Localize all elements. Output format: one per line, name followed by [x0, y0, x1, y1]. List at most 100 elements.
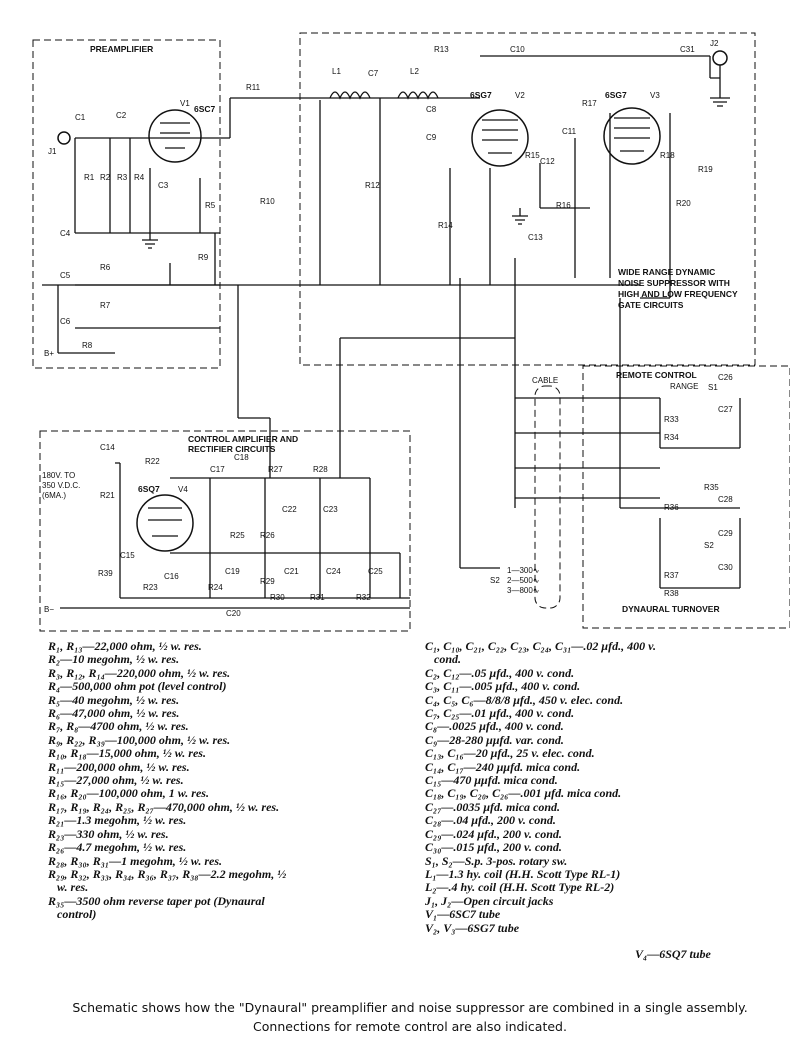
label-r34: R34	[664, 433, 679, 442]
label-c19: C19	[225, 567, 240, 576]
parts-list-item: R₆—47,000 ohm, ½ w. res.	[48, 706, 180, 721]
figure-caption: Schematic shows how the "Dynaural" pream…	[72, 1000, 748, 1034]
label-r3: R3	[117, 173, 128, 182]
coil-l2	[397, 91, 439, 100]
parts-list-item: C₁₄, C₁₇—240 μμfd. mica cond.	[425, 759, 581, 774]
parts-list-item: R₁₆, R₂₀—100,000 ohm, 1 w. res.	[48, 786, 209, 801]
label-r15: R15	[525, 151, 540, 160]
parts-list-item: R₂—10 megohm, ½ w. res.	[48, 652, 180, 667]
label-c9: C9	[426, 133, 437, 142]
parts-list-item: C₁₈, C₁₉, C₂₀, C₂₆—.001 μfd. mica cond.	[425, 786, 622, 801]
parts-list-item: V₁—6SC7 tube	[425, 907, 501, 922]
parts-list-item: C₃₀—.015 μfd., 200 v. cond.	[425, 840, 562, 855]
preamplifier-block	[32, 39, 221, 369]
label-r32: R32	[356, 593, 371, 602]
label-c25: C25	[368, 567, 383, 576]
parts-list-item: R₂₁—1.3 megohm, ½ w. res.	[48, 813, 187, 828]
label-r38: R38	[664, 589, 679, 598]
parts-list-item: C₇, C₂₅—.01 μfd., 400 v. cond.	[425, 706, 575, 721]
label-j1: J1	[48, 147, 57, 156]
cable-label: CABLE	[532, 376, 558, 385]
label-s2: S2	[704, 541, 714, 550]
tube-v1-label: V1	[180, 99, 190, 108]
tube-v4-type: 6SQ7	[138, 484, 160, 494]
label-c20: C20	[226, 609, 241, 618]
cable-outline	[534, 385, 561, 609]
label-r2: R2	[100, 173, 111, 182]
suppressor-title-3: HIGH AND LOW FREQUENCY	[618, 289, 738, 299]
parts-list-item: R₉, R₂₂, R₃₉—100,000 ohm, ½ w. res.	[48, 732, 231, 747]
parts-list-item: J₁, J₂—Open circuit jacks	[425, 893, 554, 908]
control-title-2: RECTIFIER CIRCUITS	[188, 444, 276, 454]
label-r29: R29	[260, 577, 275, 586]
label-c6: C6	[60, 317, 71, 326]
label-c29: C29	[718, 529, 733, 538]
noise-suppressor-block	[299, 32, 756, 366]
wiring	[42, 55, 741, 609]
label-r30: R30	[270, 593, 285, 602]
label-c26: C26	[718, 373, 733, 382]
coil-l1	[329, 91, 371, 100]
label-c27: C27	[718, 405, 733, 414]
parts-list-item: C₈—.0025 μfd., 400 v. cond.	[425, 719, 564, 734]
parts-list-item: C₂₈—.04 μfd., 200 v. cond.	[425, 813, 556, 828]
label-r14: R14	[438, 221, 453, 230]
tube-v3-type: 6SG7	[605, 90, 627, 100]
parts-list-v4: V₄—6SQ7 tube	[635, 947, 711, 961]
label-r16: R16	[556, 201, 571, 210]
label-c10: C10	[510, 45, 525, 54]
tube-v3-label: V3	[650, 91, 660, 100]
label-r18: R18	[660, 151, 675, 160]
tube-v2	[471, 109, 529, 167]
parts-list-item: C₄, C₅, C₆—8/8/8 μfd., 450 v. elec. cond…	[425, 692, 624, 707]
parts-list-item: R₃, R₁₂, R₁₄—220,000 ohm, ½ w. res.	[48, 665, 231, 680]
dynaural-turnover-title: DYNAURAL TURNOVER	[622, 604, 720, 614]
tube-v2-type: 6SG7	[470, 90, 492, 100]
parts-list-item: C₉—28-280 μμfd. var. cond.	[425, 732, 564, 747]
label-r28: R28	[313, 465, 328, 474]
jack-j2	[710, 50, 730, 107]
parts-list-item: V₂, V₃—6SG7 tube	[425, 920, 520, 935]
label-s1: S1	[708, 383, 718, 392]
parts-list-item: R₂₈, R₃₀, R₃₁—1 megohm, ½ w. res.	[48, 853, 223, 868]
label-c3: C3	[158, 181, 169, 190]
parts-list-item: R₁₇, R₁₉, R₂₄, R₂₅, R₂₇—470,000 ohm, ½ w…	[48, 799, 280, 814]
label-r17: R17	[582, 99, 597, 108]
jack-j1	[57, 131, 71, 145]
label-c17: C17	[210, 465, 225, 474]
label-r1: R1	[84, 173, 95, 182]
parts-list-right-column: C₁, C₁₀, C₂₁, C₂₂, C₂₃, C₂₄, C₃₁—.02 μfd…	[425, 639, 780, 935]
parts-list-item: R₂₃—330 ohm, ½ w. res.	[48, 826, 169, 841]
label-j2: J2	[710, 39, 719, 48]
label-c12: C12	[540, 157, 555, 166]
s2-position-3: 3—800∿	[507, 586, 540, 595]
parts-list-item: S₁, S₂—S.p. 3-pos. rotary sw.	[425, 853, 568, 868]
parts-list-item: C₁₃, C₁₆—20 μfd., 25 v. elec. cond.	[425, 746, 595, 761]
label-r11: R11	[246, 83, 261, 92]
label-c30: C30	[718, 563, 733, 572]
label-c23: C23	[323, 505, 338, 514]
parts-list-item: L₁—1.3 hy. coil (H.H. Scott Type RL-1)	[425, 866, 621, 881]
label-c1: C1	[75, 113, 86, 122]
label-l2: L2	[410, 67, 419, 76]
parts-list-item: C₂₉—.024 μfd., 200 v. cond.	[425, 826, 562, 841]
label-b-plus: B+	[44, 349, 54, 358]
label-c14: C14	[100, 443, 115, 452]
parts-list-item: R₂₉, R₃₂, R₃₃, R₃₄, R₃₆, R₃₇, R₃₈—2.2 me…	[48, 866, 287, 895]
label-c22: C22	[282, 505, 297, 514]
tube-v1-type: 6SC7	[194, 104, 216, 114]
label-r20: R20	[676, 199, 691, 208]
component-labels: R1 R2 R3 R4 R5 R6 R7 R8 R9 R10 R11 R12 R…	[44, 39, 733, 618]
label-c11: C11	[562, 127, 577, 136]
label-c7: C7	[368, 69, 379, 78]
label-c16: C16	[164, 572, 179, 581]
supply-label-3: (6MA.)	[42, 491, 66, 500]
parts-list-item: C₁₅—470 μμfd. mica cond.	[425, 773, 558, 788]
parts-list-item: R₇, R₈—4700 ohm, ½ w. res.	[48, 719, 189, 734]
tube-v2-label: V2	[515, 91, 525, 100]
label-s2-positions: S2	[490, 576, 500, 585]
suppressor-title-4: GATE CIRCUITS	[618, 300, 684, 310]
label-c28: C28	[718, 495, 733, 504]
label-c31: C31	[680, 45, 695, 54]
parts-list-item: C₁, C₁₀, C₂₁, C₂₂, C₂₃, C₂₄, C₃₁—.02 μfd…	[425, 639, 656, 667]
